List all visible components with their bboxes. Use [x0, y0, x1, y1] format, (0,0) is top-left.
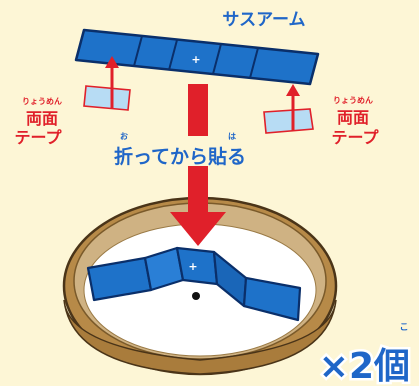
center-dot: [192, 292, 200, 300]
tape-right-arrowhead: [286, 84, 300, 96]
instruction-text: 折ってから貼る: [114, 145, 246, 168]
multiplier-text: ×2個: [319, 346, 410, 386]
dish: [62, 196, 338, 376]
main-arrow-top: [188, 84, 208, 136]
instruction-ruby-1: お: [120, 132, 128, 141]
part-name: サスアーム: [222, 10, 305, 30]
bent-arm: [86, 246, 302, 322]
tape-left-piece: [83, 85, 131, 111]
instruction-ruby-2: は: [228, 132, 236, 141]
tape-right-piece: [263, 108, 314, 134]
tape-left-ruby: りょうめん: [22, 97, 62, 106]
tape-right-line1: 両面: [337, 108, 369, 127]
main-arrowhead: [170, 212, 226, 246]
multiplier-ruby: こ: [399, 322, 408, 333]
tape-left-arrowhead: [105, 56, 119, 68]
tape-right-line2: テープ: [331, 128, 379, 147]
tape-left-line2: テープ: [14, 128, 62, 147]
dish-center-mark: +: [188, 260, 197, 273]
arm-center-mark: +: [191, 53, 200, 66]
suspension-arm: [74, 28, 320, 86]
tape-right: [263, 84, 314, 134]
tape-right-ruby: りょうめん: [333, 96, 373, 105]
tape-left: [83, 56, 131, 111]
tape-left-line1: 両面: [26, 109, 58, 128]
main-arrow-bottom: [188, 166, 208, 214]
